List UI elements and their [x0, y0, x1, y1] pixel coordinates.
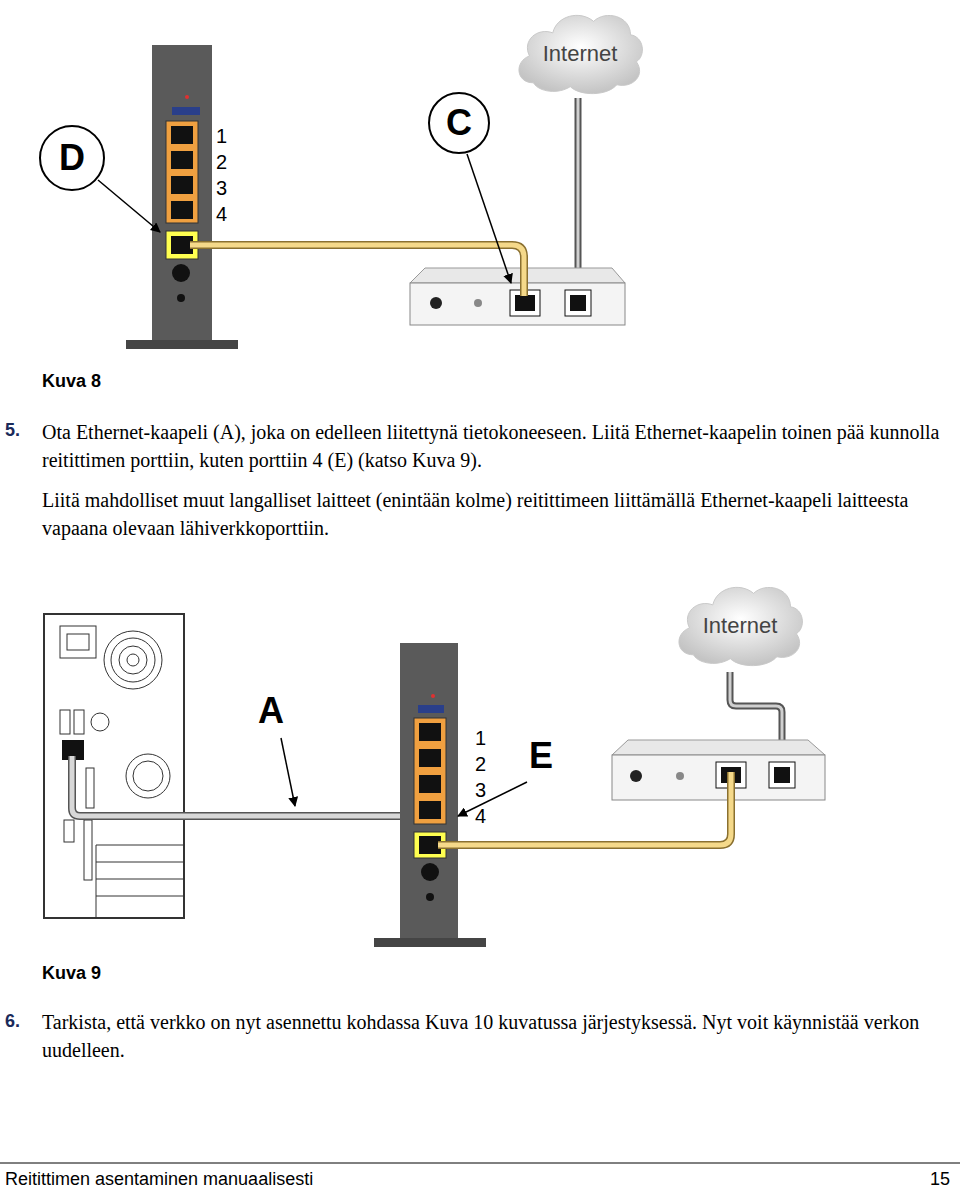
body-text: Tarkista, että verkko on nyt asennettu k…	[42, 1008, 947, 1064]
callout-letter: D	[59, 137, 85, 179]
port-number: 4	[216, 203, 227, 226]
port-number: 4	[475, 805, 486, 828]
footer-text: Reitittimen asentaminen manuaalisesti	[5, 1169, 313, 1189]
port-number: 1	[475, 727, 486, 750]
port-number: 3	[216, 177, 227, 200]
callout-letter: A	[258, 690, 284, 732]
cloud-label: Internet	[703, 613, 778, 639]
step-number: 6.	[5, 1011, 20, 1032]
callout-letter: E	[529, 735, 553, 777]
body-text: Ota Ethernet-kaapeli (A), joka on edelle…	[42, 418, 947, 474]
step-number: 5.	[5, 420, 20, 441]
figure-caption: Kuva 8	[42, 371, 101, 392]
port-number: 3	[475, 779, 486, 802]
cloud-label: Internet	[543, 41, 618, 67]
internet-cloud: Internet	[672, 578, 808, 674]
callout-circle: D	[39, 125, 105, 191]
page-number: 15	[930, 1169, 950, 1189]
port-number: 1	[216, 125, 227, 148]
figure-caption: Kuva 9	[42, 963, 101, 984]
port-number: 2	[475, 753, 486, 776]
port-number: 2	[216, 151, 227, 174]
callout-circle: C	[428, 92, 490, 154]
callout-letter: C	[446, 102, 472, 144]
internet-cloud: Internet	[512, 6, 648, 102]
body-text: Liitä mahdolliset muut langalliset laitt…	[42, 486, 947, 542]
